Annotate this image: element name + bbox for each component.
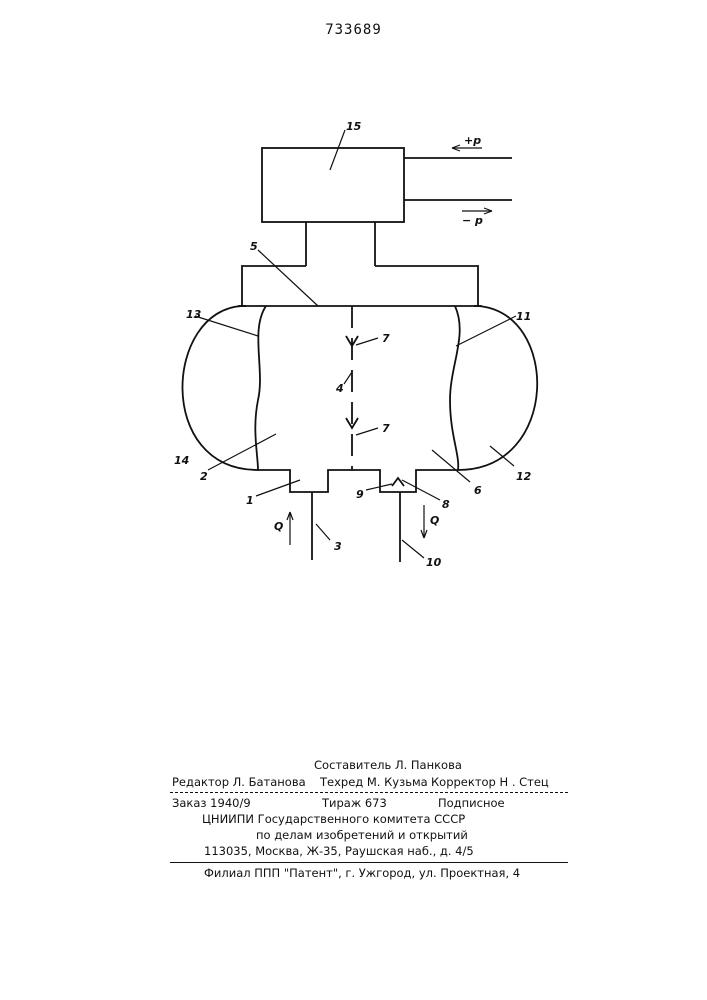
imprint-editor: Редактор Л. Батанова — [172, 775, 306, 789]
imprint-circulation: Тираж 673 — [322, 796, 387, 810]
imprint-subscription: Подписное — [438, 796, 505, 810]
outlet-valve — [392, 478, 404, 486]
label-3: 3 — [334, 540, 342, 553]
imprint-rule-bottom — [170, 862, 568, 863]
label-2: 2 — [200, 470, 208, 483]
control-unit-box — [262, 148, 404, 222]
label-9: 9 — [356, 488, 364, 501]
imprint-techred: Техред М. Кузьма — [320, 775, 428, 789]
label-plus-p: +p — [464, 134, 481, 147]
left-shell — [182, 306, 258, 470]
label-1: 1 — [246, 494, 254, 507]
left-membrane — [255, 306, 266, 470]
label-15: 15 — [346, 120, 362, 133]
imprint-composer: Составитель Л. Панкова — [314, 758, 462, 772]
label-6: 6 — [474, 484, 482, 497]
imprint-order: Заказ 1940/9 — [172, 796, 251, 810]
label-12: 12 — [516, 470, 532, 483]
label-5: 5 — [250, 240, 258, 253]
label-11: 11 — [516, 310, 531, 323]
imprint-rule-top — [170, 792, 568, 793]
label-8: 8 — [442, 498, 450, 511]
imprint-address: 113035, Москва, Ж-35, Раушская наб., д. … — [204, 844, 474, 858]
manifold — [242, 266, 478, 306]
label-q-left: Q — [274, 520, 283, 533]
imprint-branch: Филиал ППП "Патент", г. Ужгород, ул. Про… — [204, 866, 520, 880]
label-7b: 7 — [382, 422, 390, 435]
label-10: 10 — [426, 556, 442, 569]
right-shell — [458, 306, 537, 470]
label-q-right: Q — [430, 514, 439, 527]
label-minus-p: − p — [462, 214, 483, 227]
imprint-org-line1: ЦНИИПИ Государственного комитета СССР — [202, 812, 465, 826]
imprint-corrector: Корректор Н . Стец — [431, 775, 549, 789]
imprint-org-line2: по делам изобретений и открытий — [256, 828, 468, 842]
label-7a: 7 — [382, 332, 390, 345]
label-14: 14 — [174, 454, 189, 467]
label-4: 4 — [335, 382, 344, 395]
label-13: 13 — [186, 308, 202, 321]
right-membrane — [450, 306, 460, 470]
